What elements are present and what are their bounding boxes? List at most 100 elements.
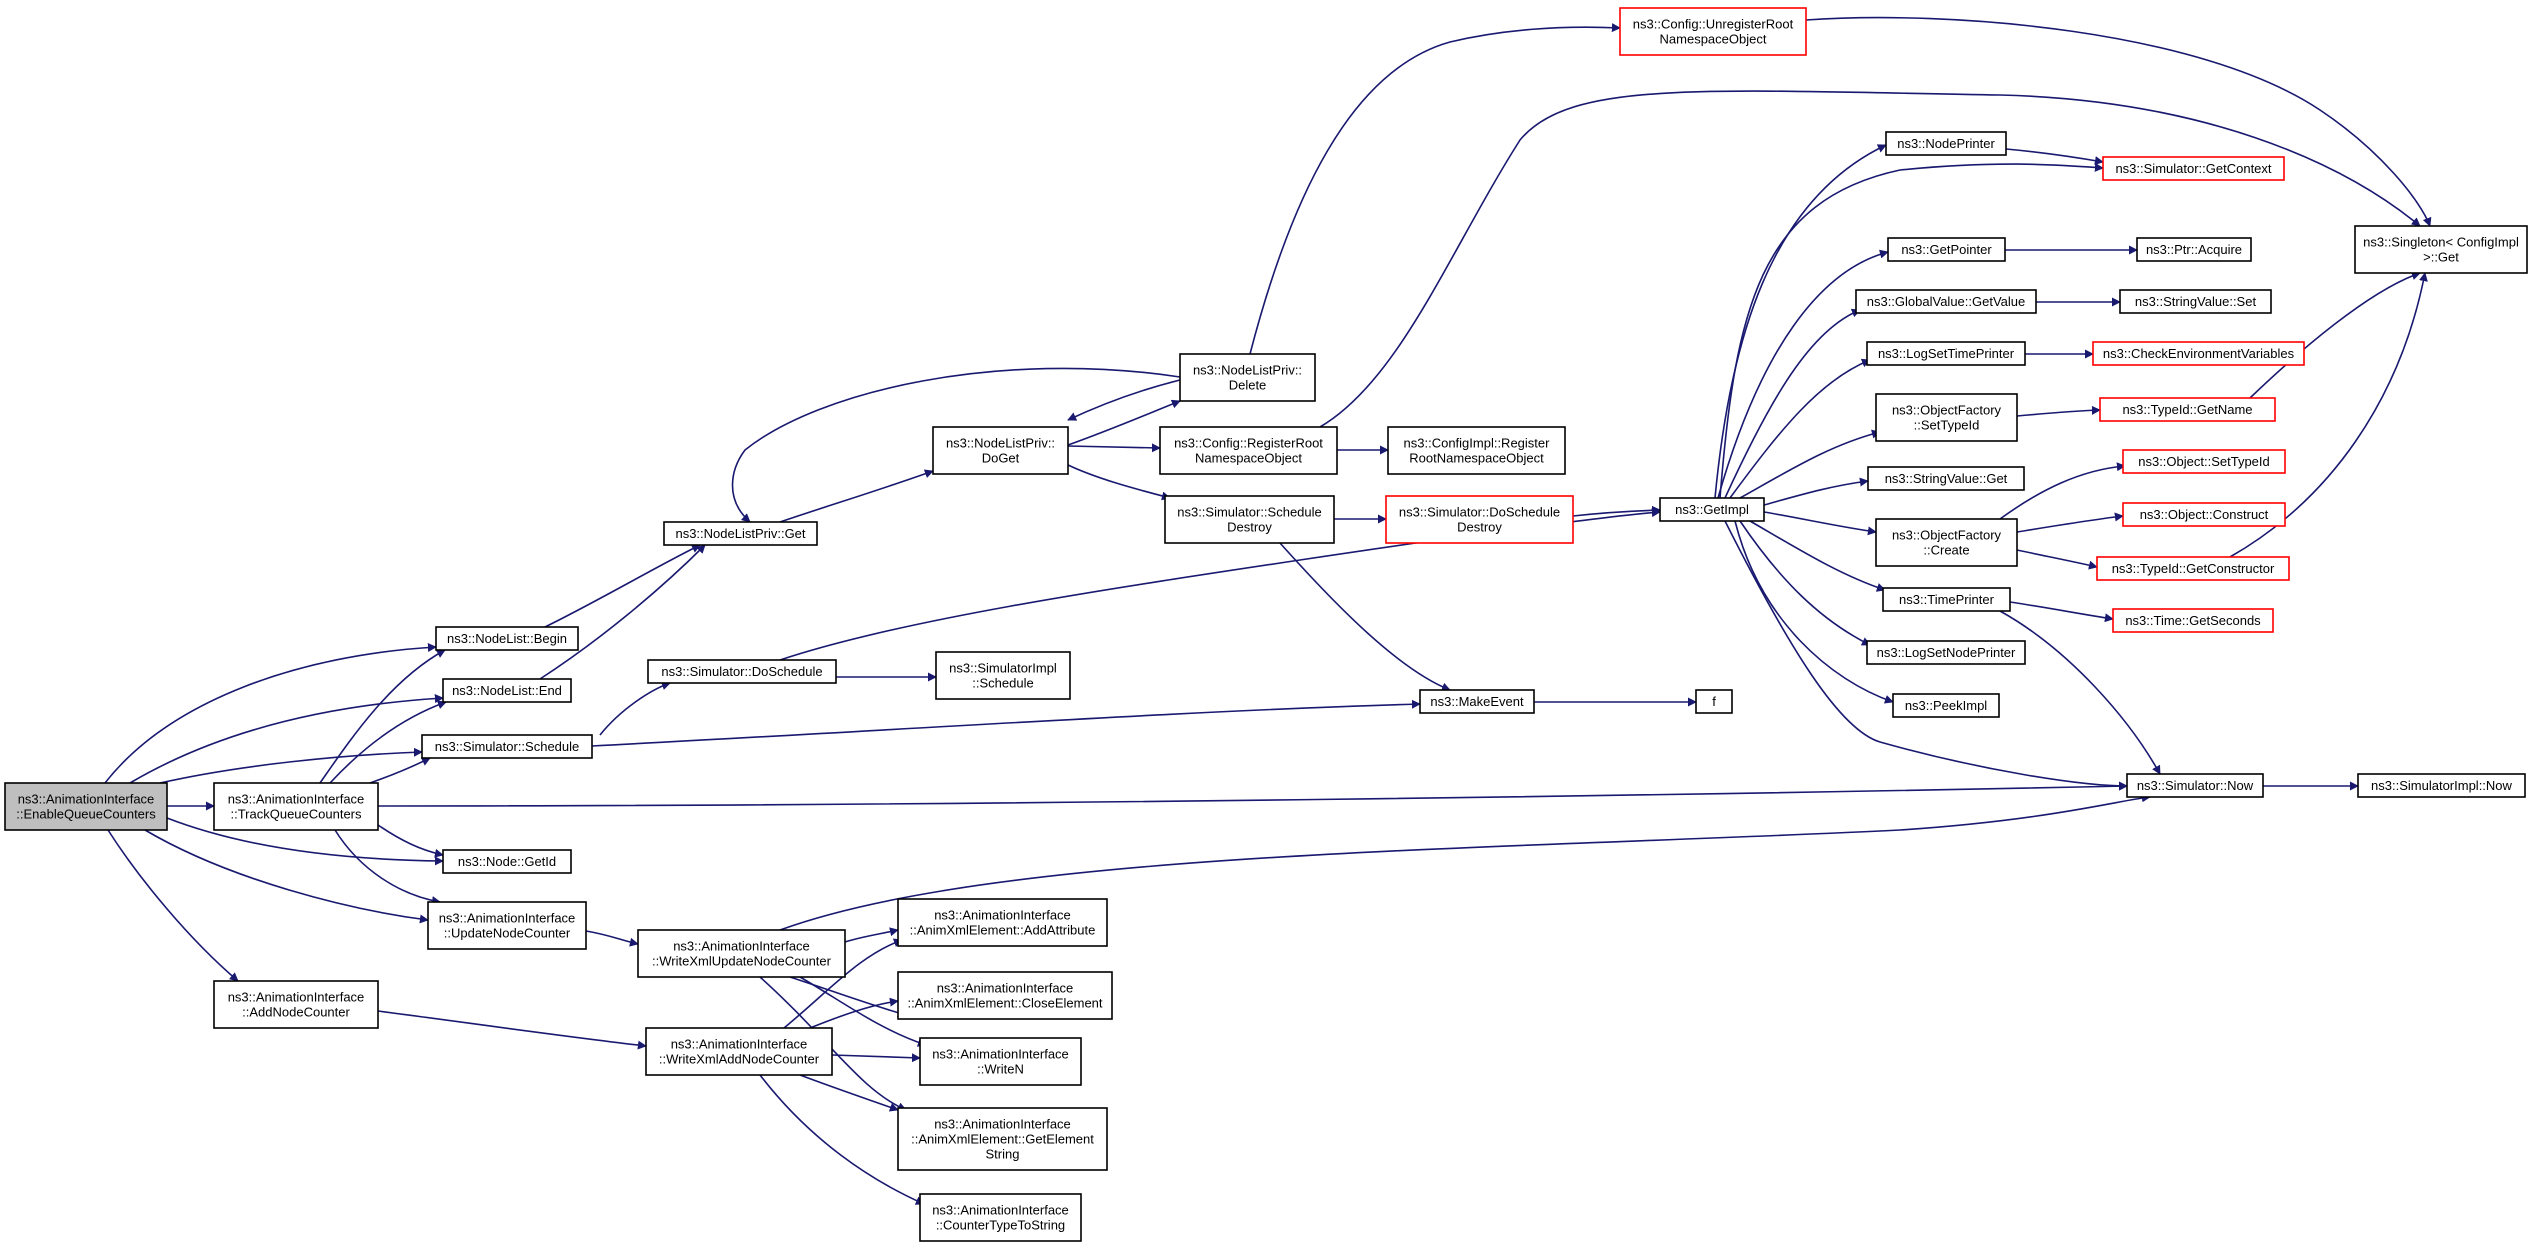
edge-n44-to-n11 xyxy=(539,544,706,680)
node-label-line: ns3::NodeList::End xyxy=(452,683,562,698)
node-box xyxy=(897,971,1113,1020)
node-n16[interactable]: ns3::ConfigImpl::RegisterRootNamespaceOb… xyxy=(1387,426,1566,475)
node-box xyxy=(1867,466,2025,491)
node-box xyxy=(1887,237,2006,262)
node-n13[interactable]: ns3::NodeListPriv::Delete xyxy=(1179,353,1316,402)
node-n23[interactable]: ns3::GetPointer xyxy=(1887,237,2006,262)
edge-n50-to-n4 xyxy=(844,927,899,943)
node-box xyxy=(2092,341,2305,366)
node-n6[interactable]: ns3::AnimationInterface::WriteN xyxy=(919,1037,1082,1086)
edge-n13-to-n14 xyxy=(1249,23,1621,355)
node-label-line: ns3::SimulatorImpl::Now xyxy=(2371,778,2512,793)
edge-n1-to-n44 xyxy=(129,694,444,784)
node-label-line: DoGet xyxy=(982,451,1020,466)
node-n33[interactable]: ns3::Object::SetTypeId xyxy=(2122,449,2286,474)
node-n31[interactable]: ns3::StringValue::Get xyxy=(1867,466,2025,491)
node-n34[interactable]: ns3::Object::Construct xyxy=(2122,502,2286,527)
node-n9[interactable]: ns3::AnimationInterface::TrackQueueCount… xyxy=(213,782,379,831)
node-n48[interactable]: ns3::Node::GetId xyxy=(442,849,572,874)
node-box xyxy=(4,782,168,831)
edge-n20-to-n40 xyxy=(1739,520,1871,646)
node-n28[interactable]: ns3::CheckEnvironmentVariables xyxy=(2092,341,2305,366)
node-n8[interactable]: ns3::AnimationInterface::CounterTypeToSt… xyxy=(919,1193,1082,1242)
node-box xyxy=(213,782,379,831)
node-label-line: ns3::NodeListPriv::Get xyxy=(675,526,805,541)
edge-n50-to-n7 xyxy=(759,976,907,1111)
node-label-line: NamespaceObject xyxy=(1660,32,1767,47)
node-n49[interactable]: ns3::AnimationInterface::UpdateNodeCount… xyxy=(427,901,587,950)
edge-n20-to-n31 xyxy=(1763,477,1869,506)
node-label-line: ::WriteN xyxy=(977,1062,1024,1077)
node-n46[interactable]: ns3::Simulator::DoSchedule xyxy=(647,659,837,684)
node-box xyxy=(1659,497,1765,522)
node-n25[interactable]: ns3::GlobalValue::GetValue xyxy=(1855,289,2037,314)
node-n4[interactable]: ns3::AnimationInterface::AnimXmlElement:… xyxy=(897,898,1108,947)
node-box xyxy=(1695,689,1733,714)
node-label-line: ns3::Node::GetId xyxy=(458,854,556,869)
node-n50[interactable]: ns3::AnimationInterface::WriteXmlUpdateN… xyxy=(637,929,846,978)
node-label-line: ns3::NodeListPriv:: xyxy=(1193,363,1302,378)
edge-n30-to-n17 xyxy=(2249,271,2421,399)
node-n47[interactable]: ns3::SimulatorImpl::Schedule xyxy=(935,651,1071,700)
node-box xyxy=(2122,449,2286,474)
node-n44[interactable]: ns3::NodeList::End xyxy=(442,678,572,703)
edge-n1-to-n45 xyxy=(159,747,423,784)
node-box xyxy=(1385,495,1574,544)
node-n26[interactable]: ns3::StringValue::Set xyxy=(2119,289,2272,314)
node-n35[interactable]: ns3::TypeId::GetConstructor xyxy=(2096,556,2290,581)
node-n45[interactable]: ns3::Simulator::Schedule xyxy=(421,734,593,759)
node-n24[interactable]: ns3::Ptr::Acquire xyxy=(2136,237,2252,262)
node-label-line: ns3::NodeList::Begin xyxy=(447,631,567,646)
node-n21[interactable]: ns3::NodePrinter xyxy=(1885,131,2007,156)
node-n12[interactable]: ns3::NodeListPriv::DoGet xyxy=(932,426,1069,475)
node-label-line: ::Create xyxy=(1923,543,1969,558)
node-n1[interactable]: ns3::AnimationInterface::EnableQueueCoun… xyxy=(4,782,168,831)
node-label-line: ns3::StringValue::Get xyxy=(1885,471,2008,486)
edge-n36-to-n37 xyxy=(2009,601,2114,623)
node-box xyxy=(1419,689,1535,714)
node-n5[interactable]: ns3::AnimationInterface::AnimXmlElement:… xyxy=(897,971,1113,1020)
node-n17[interactable]: ns3::Singleton< ConfigImpl >::Get xyxy=(2354,225,2528,274)
node-n30[interactable]: ns3::TypeId::GetName xyxy=(2099,397,2276,422)
node-n2[interactable]: ns3::AnimationInterface::AddNodeCounter xyxy=(213,980,379,1029)
node-n38[interactable]: ns3::Simulator::Now xyxy=(2126,773,2264,798)
node-box xyxy=(421,734,593,759)
edge-n50-to-n6 xyxy=(799,976,927,1047)
node-n22[interactable]: ns3::Simulator::GetContext xyxy=(2102,156,2285,181)
node-n3[interactable]: ns3::AnimationInterface::WriteXmlAddNode… xyxy=(645,1027,833,1076)
edge-n32-to-n33 xyxy=(1999,462,2126,520)
node-box xyxy=(2354,225,2528,274)
edge-n20-to-n38 xyxy=(1724,520,2128,791)
node-n37[interactable]: ns3::Time::GetSeconds xyxy=(2112,608,2274,633)
node-n29[interactable]: ns3::ObjectFactory::SetTypeId xyxy=(1875,393,2018,442)
node-n20[interactable]: ns3::GetImpl xyxy=(1659,497,1765,522)
node-n27[interactable]: ns3::LogSetTimePrinter xyxy=(1866,341,2026,366)
node-n40[interactable]: ns3::LogSetNodePrinter xyxy=(1866,640,2026,665)
node-box xyxy=(1179,353,1316,402)
edge-n32-to-n34 xyxy=(2016,512,2124,533)
node-label-line: ns3::AnimationInterface xyxy=(932,1047,1069,1062)
node-label-line: ns3::ConfigImpl::Register xyxy=(1404,436,1551,451)
edge-n20-to-n32 xyxy=(1763,511,1877,536)
edge-n12-to-n18 xyxy=(1067,464,1171,501)
node-n41[interactable]: ns3::PeekImpl xyxy=(1892,693,2000,718)
node-n43[interactable]: f xyxy=(1695,689,1733,714)
node-n36[interactable]: ns3::TimePrinter xyxy=(1882,587,2011,612)
edge-n1-to-n10 xyxy=(104,642,437,784)
edge-n50-to-n5 xyxy=(789,976,907,1018)
node-n32[interactable]: ns3::ObjectFactory::Create xyxy=(1875,518,2018,567)
node-n39[interactable]: ns3::SimulatorImpl::Now xyxy=(2357,773,2526,798)
edge-n3-to-n6 xyxy=(831,1053,921,1063)
node-n14[interactable]: ns3::Config::UnregisterRootNamespaceObje… xyxy=(1619,7,1807,56)
node-n7[interactable]: ns3::AnimationInterface::AnimXmlElement:… xyxy=(897,1107,1108,1171)
node-n10[interactable]: ns3::NodeList::Begin xyxy=(435,626,579,651)
edge-n12-to-n15 xyxy=(1067,443,1161,453)
node-label-line: ns3::AnimationInterface xyxy=(932,1203,1069,1218)
node-n42[interactable]: ns3::MakeEvent xyxy=(1419,689,1535,714)
node-label-line: Destroy xyxy=(1457,520,1502,535)
node-n11[interactable]: ns3::NodeListPriv::Get xyxy=(663,521,818,546)
node-label-line: ns3::AnimationInterface xyxy=(228,990,365,1005)
